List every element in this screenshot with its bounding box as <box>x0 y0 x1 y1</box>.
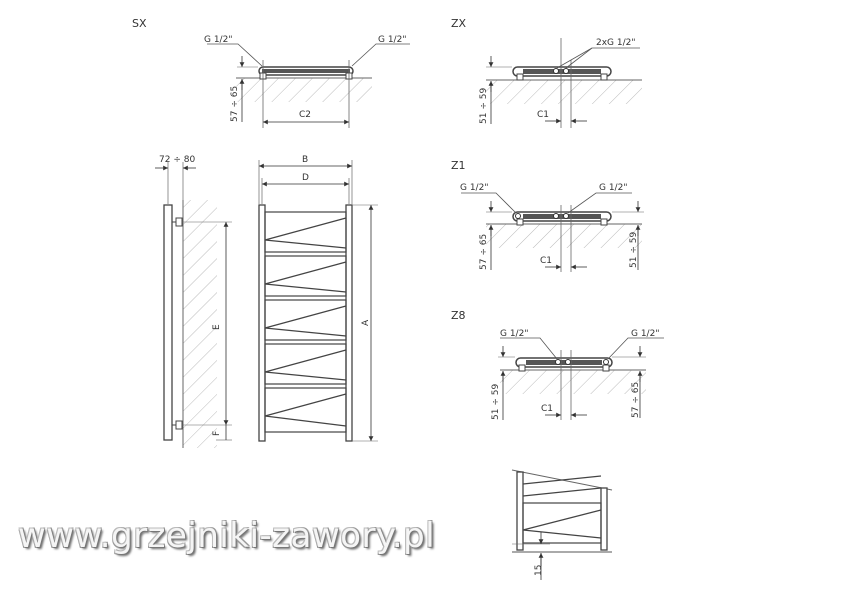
sx-left-conn-label: G 1/2" <box>204 35 232 45</box>
sx-depth-label: 57 ÷ 65 <box>230 86 240 122</box>
side-wall-hatch <box>183 200 217 448</box>
zx-conn-label: 2xG 1/2" <box>596 38 636 48</box>
zx-depth-label: 51 ÷ 59 <box>479 88 489 124</box>
side-f-label: F <box>212 431 222 436</box>
front-zigzag-tubes <box>264 217 347 427</box>
front-right-upright <box>345 204 353 442</box>
z1-section: Z1 G 1/2" G 1/2" 57 ÷ 65 51 ÷ 59 C1 <box>451 159 644 272</box>
sx-wall-hatch <box>236 78 372 102</box>
z8-right-conn-label: G 1/2" <box>631 329 659 339</box>
front-view: B D A <box>258 155 378 442</box>
z8-depth-left-label: 51 ÷ 59 <box>491 384 501 420</box>
zx-wall-hatch <box>486 80 642 104</box>
z8-c1-label: C1 <box>541 404 553 414</box>
floor-detail: 15 <box>511 469 613 580</box>
front-b-label: B <box>302 155 308 165</box>
z8-section: Z8 G 1/2" G 1/2" 51 ÷ 59 57 ÷ 65 C1 <box>451 309 664 420</box>
z1-left-conn-label: G 1/2" <box>460 183 488 193</box>
z1-c1-label: C1 <box>540 256 552 266</box>
detail-left-upright <box>516 471 524 551</box>
z1-title: Z1 <box>451 159 466 172</box>
z1-wall-hatch <box>486 224 642 248</box>
side-radiator-profile <box>163 204 173 441</box>
z1-depth-right-label: 51 ÷ 59 <box>629 232 639 268</box>
zx-title: ZX <box>451 17 467 30</box>
z1-depth-left-label: 57 ÷ 65 <box>479 234 489 270</box>
side-e-label: E <box>212 324 222 330</box>
sx-right-conn-label: G 1/2" <box>378 35 406 45</box>
front-left-upright <box>258 204 266 442</box>
z8-title: Z8 <box>451 309 466 322</box>
side-view: 72 ÷ 80 E F <box>155 155 232 448</box>
z8-depth-right-label: 57 ÷ 65 <box>631 382 641 418</box>
watermark-text: www.grzejniki-zawory.pl <box>18 516 436 556</box>
z1-right-conn-label: G 1/2" <box>599 183 627 193</box>
front-d-label: D <box>302 173 309 183</box>
sx-c2-label: C2 <box>299 110 311 120</box>
detail-right-upright <box>600 487 608 551</box>
zx-section: ZX 2xG 1/2" 51 ÷ 59 C1 <box>451 17 642 128</box>
sx-section: SX G 1/2" G 1/2" 57 ÷ 65 C2 <box>132 17 410 128</box>
zx-c1-label: C1 <box>537 110 549 120</box>
sx-title: SX <box>132 17 147 30</box>
detail-clearance-label: 15 <box>534 565 544 576</box>
z8-left-conn-label: G 1/2" <box>500 329 528 339</box>
side-offset-label: 72 ÷ 80 <box>159 155 195 165</box>
z8-wall-hatch <box>500 370 646 394</box>
front-a-label: A <box>361 319 371 326</box>
